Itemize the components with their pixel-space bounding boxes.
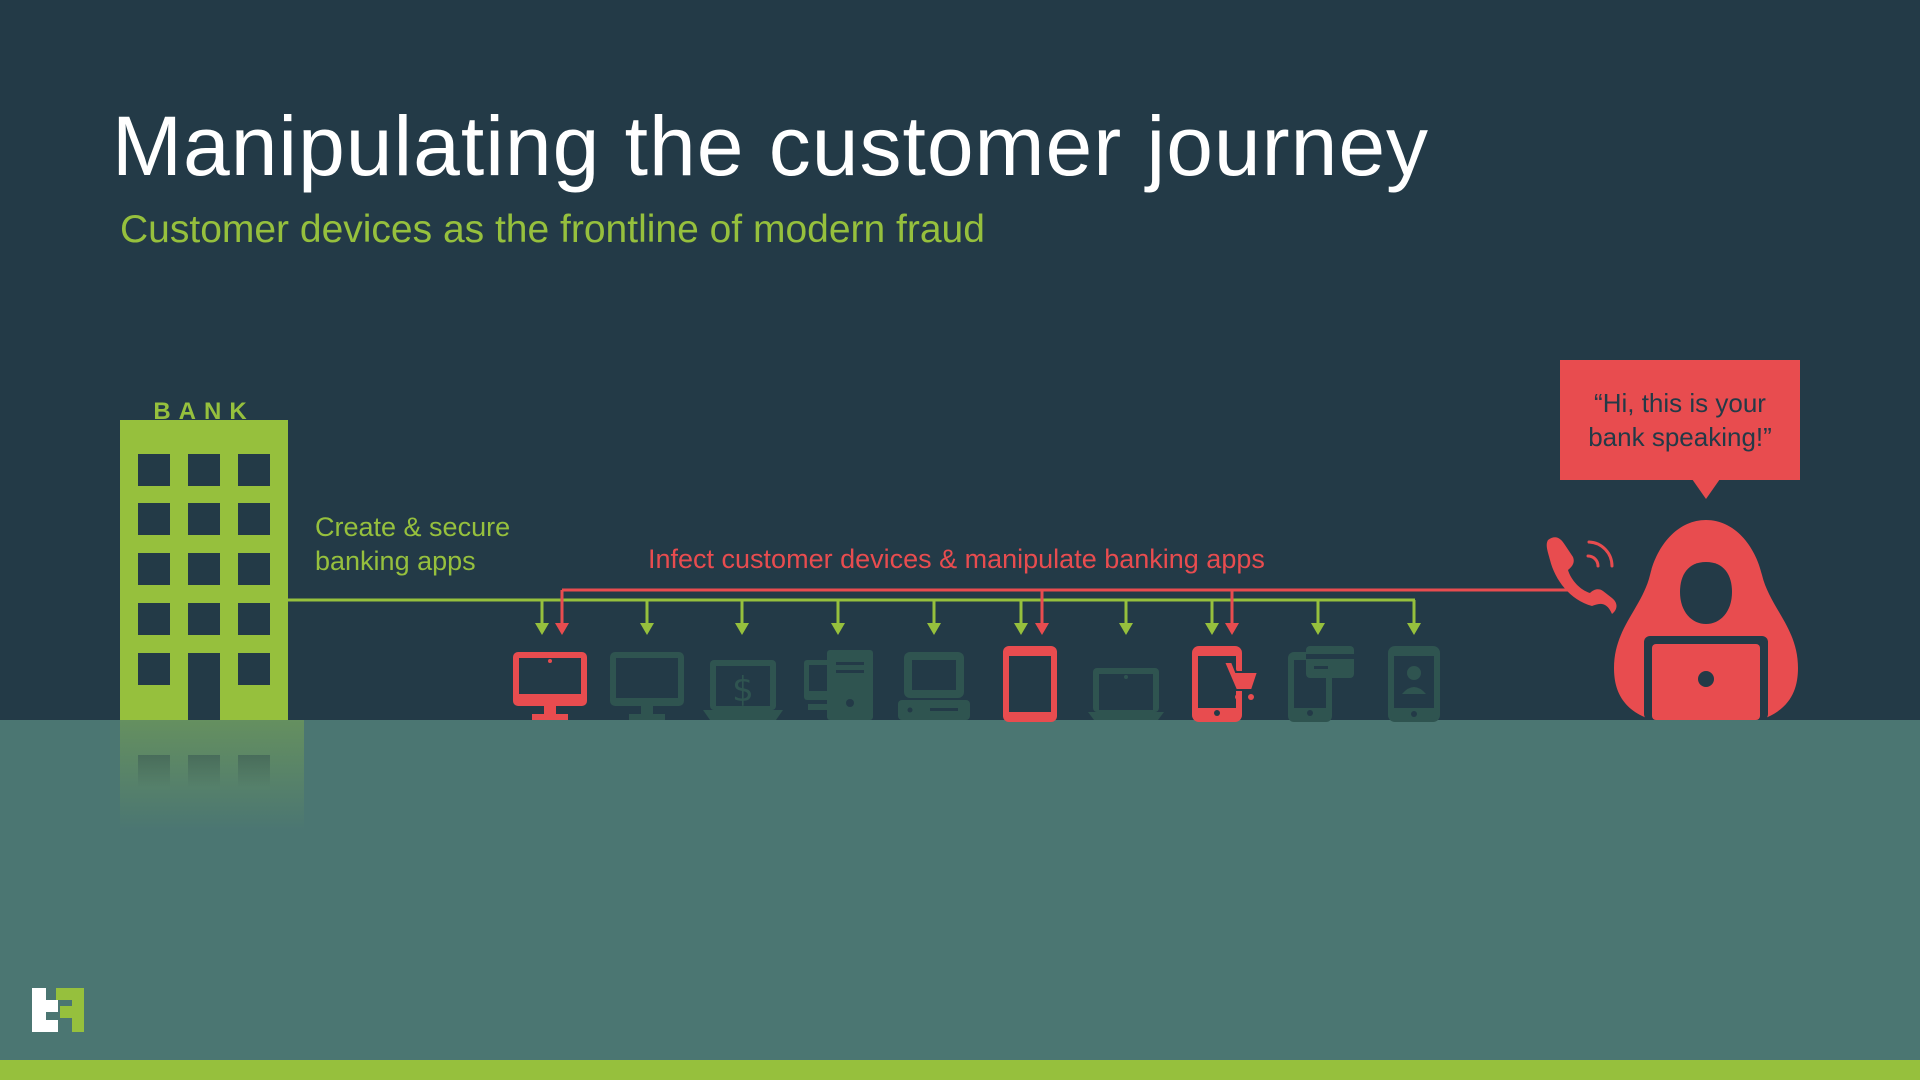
phone-handset-icon bbox=[1546, 537, 1617, 614]
device-laptop bbox=[1088, 668, 1164, 720]
device-mobile-card bbox=[1288, 646, 1354, 722]
hacker-icon bbox=[1614, 520, 1798, 720]
svg-text:$: $ bbox=[732, 670, 754, 710]
page-subtitle: Customer devices as the frontline of mod… bbox=[120, 208, 985, 251]
device-desktop-monitor bbox=[610, 652, 684, 720]
bank-building-icon bbox=[120, 420, 288, 720]
fraud-action-label: Infect customer devices & manipulate ban… bbox=[648, 544, 1265, 574]
device-computer-terminal bbox=[898, 652, 970, 720]
fraud-infection-line bbox=[555, 588, 1572, 635]
bank-action-line-1: Create & secure bbox=[315, 512, 511, 542]
company-logo-icon bbox=[32, 988, 84, 1032]
speech-bubble: “Hi, this is your bank speaking!” bbox=[1560, 360, 1800, 480]
device-mobile-contact bbox=[1388, 646, 1440, 722]
bank-reflection bbox=[120, 720, 304, 830]
device-desktop-infected bbox=[513, 652, 587, 720]
device-desktop-tower bbox=[804, 650, 873, 720]
bank-action-line-2: banking apps bbox=[315, 546, 476, 576]
speech-bubble-tail bbox=[1692, 479, 1720, 499]
bank-label: BANK bbox=[153, 398, 255, 425]
speech-line-1: “Hi, this is your bbox=[1594, 388, 1766, 418]
green-arrows bbox=[535, 600, 1421, 635]
ground-area bbox=[0, 720, 1920, 1060]
device-laptop-payment: $ bbox=[703, 660, 783, 720]
device-mobile-shopping-infected bbox=[1192, 646, 1260, 722]
speech-line-2: bank speaking!” bbox=[1588, 422, 1772, 452]
bank-action-label: Create & secure banking apps bbox=[315, 510, 510, 578]
page-title: Manipulating the customer journey bbox=[112, 99, 1430, 193]
device-tablet-infected bbox=[1003, 646, 1057, 722]
bottom-accent-bar bbox=[0, 1060, 1920, 1080]
phone-ring-waves-icon bbox=[1586, 540, 1614, 568]
